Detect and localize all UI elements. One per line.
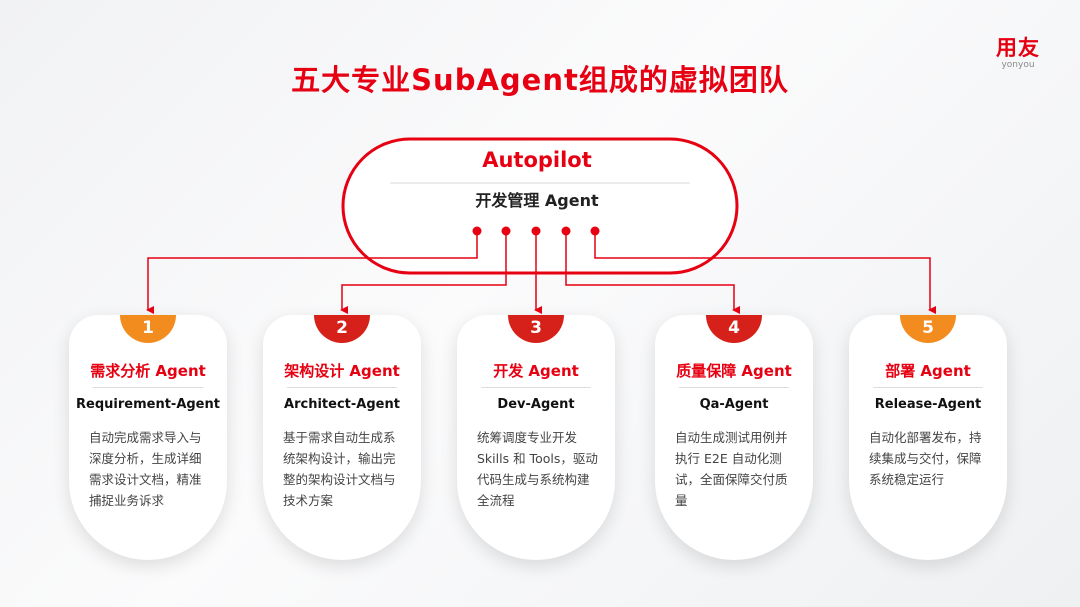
agent-divider-2: [287, 387, 397, 388]
connector-dot-1: [472, 226, 482, 236]
connector-dot-5: [590, 226, 600, 236]
agent-description-3: 统筹调度专业开发 Skills 和 Tools，驱动代码生成与系统构建全流程: [477, 430, 598, 508]
central-pill: [341, 137, 739, 275]
agent-description-5: 自动化部署发布，持续集成与交付，保障系统稳定运行: [869, 430, 982, 487]
agent-subtitle-3: Dev-Agent: [497, 397, 575, 412]
page-title: 五大专业SubAgent组成的虚拟团队: [291, 63, 789, 97]
agent-subtitle-2: Architect-Agent: [284, 397, 400, 412]
agent-description-4: 自动生成测试用例并执行 E2E 自动化测试，全面保障交付质量: [675, 430, 788, 508]
agent-card-4: 4 质量保障 Agent Qa-Agent 自动生成测试用例并执行 E2E 自动…: [655, 315, 813, 560]
logo-subtext: yonyou: [1001, 60, 1035, 70]
connector-2: [340, 232, 507, 314]
central-subtitle: 开发管理 Agent: [475, 191, 599, 210]
agent-divider-3: [481, 387, 591, 388]
agent-subtitle-4: Qa-Agent: [699, 397, 769, 412]
agent-card-2: 2 架构设计 Agent Architect-Agent 基于需求自动生成系统架…: [263, 315, 421, 560]
agent-description-1: 自动完成需求导入与深度分析，生成详细需求设计文档，精准捕捉业务诉求: [89, 430, 202, 508]
agent-badge-2: 2: [314, 315, 370, 343]
agent-badge-3: 3: [508, 315, 564, 343]
logo: 用友 yonyou: [996, 36, 1040, 70]
agent-title-5: 部署 Agent: [885, 362, 971, 380]
agent-card-3: 3 开发 Agent Dev-Agent 统筹调度专业开发 Skills 和 T…: [457, 315, 615, 560]
connector-dot-2: [501, 226, 511, 236]
connector-dot-4: [561, 226, 571, 236]
agent-divider-5: [873, 387, 983, 388]
agent-subtitle-5: Release-Agent: [874, 397, 982, 412]
agent-title-1: 需求分析 Agent: [90, 362, 206, 380]
agent-card-1: 1 需求分析 Agent Requirement-Agent 自动完成需求导入与…: [69, 315, 227, 560]
agent-title-3: 开发 Agent: [493, 362, 579, 380]
agent-subtitle-1: Requirement-Agent: [76, 397, 220, 412]
agent-title-2: 架构设计 Agent: [284, 362, 400, 380]
agent-badge-1: 1: [120, 315, 176, 343]
agent-title-4: 质量保障 Agent: [676, 362, 792, 380]
agent-divider-4: [679, 387, 789, 388]
central-title: Autopilot: [482, 148, 592, 172]
agent-badge-5: 5: [900, 315, 956, 343]
connector-5: [594, 232, 936, 314]
agent-badge-4: 4: [706, 315, 762, 343]
agent-divider-1: [93, 387, 203, 388]
connector-4: [565, 232, 740, 314]
logo-text: 用友: [996, 36, 1040, 60]
agent-description-2: 基于需求自动生成系统架构设计，输出完整的架构设计文档与技术方案: [283, 430, 396, 508]
connector-1: [146, 232, 478, 314]
agent-card-5: 5 部署 Agent Release-Agent 自动化部署发布，持续集成与交付…: [849, 315, 1007, 560]
connector-dot-3: [531, 226, 541, 236]
